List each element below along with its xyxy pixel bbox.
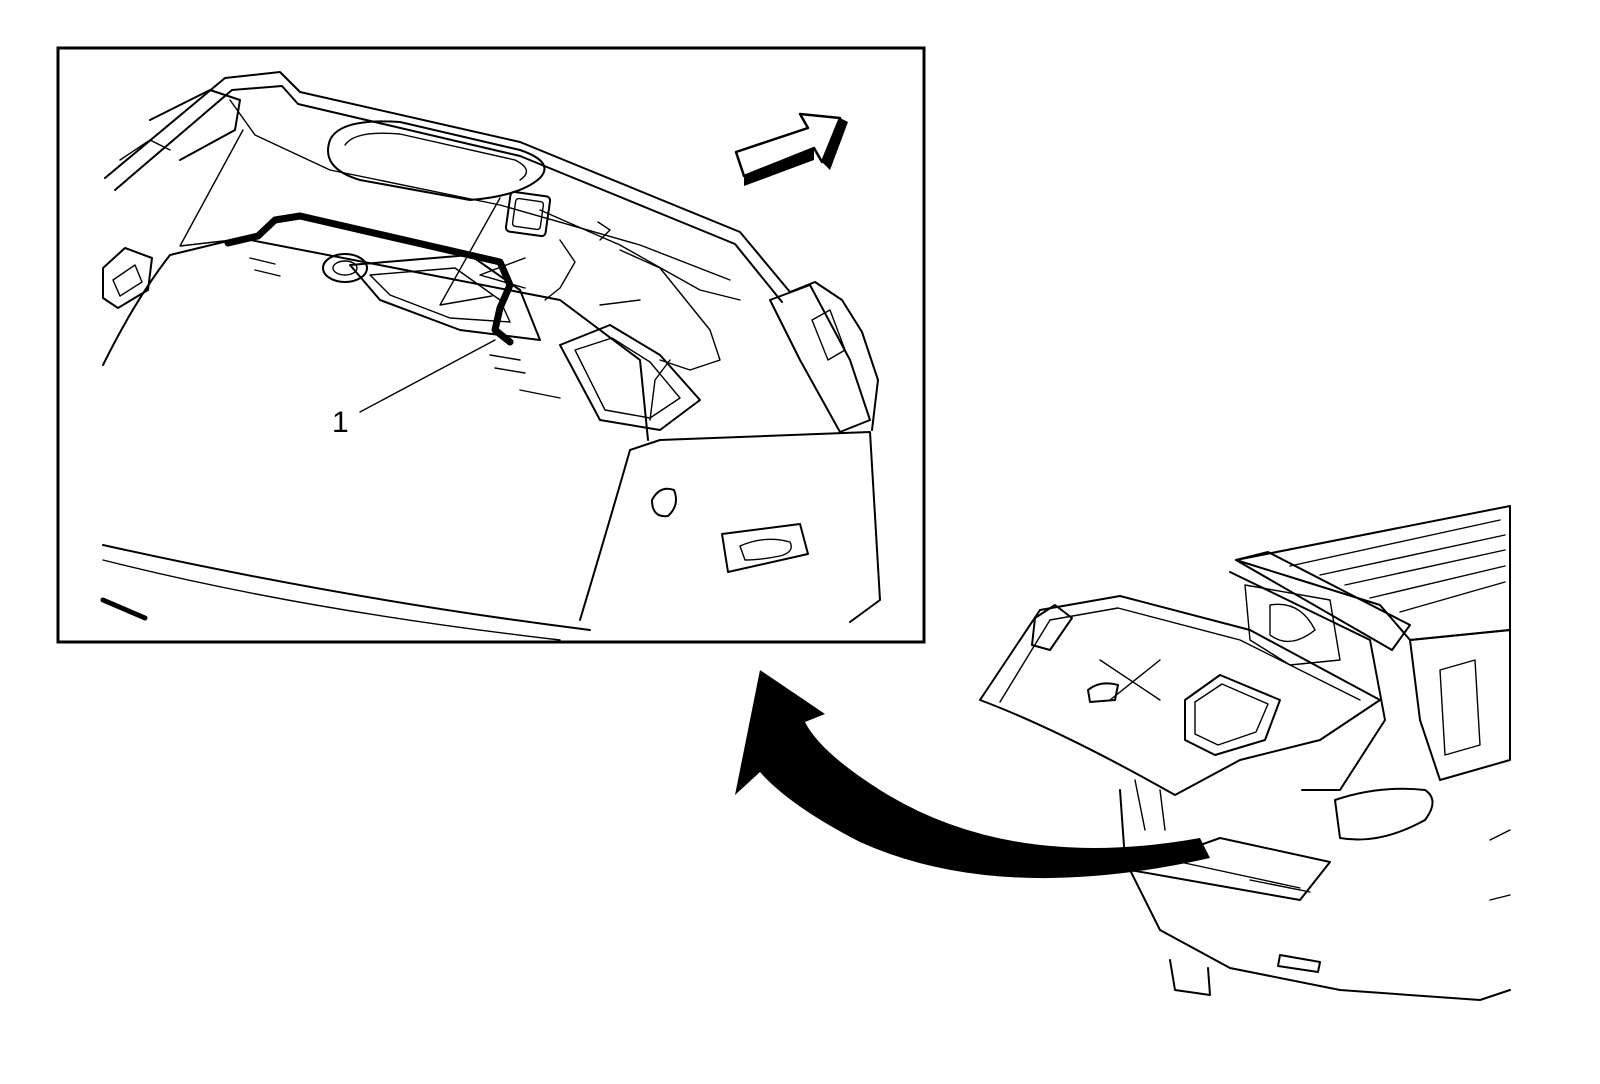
front-of-vehicle-arrow-icon <box>734 112 848 186</box>
liftgate-inner-panel-drawing <box>100 71 881 641</box>
callout-1: 1 <box>332 339 496 439</box>
vehicle-rear-drawing <box>979 505 1511 1001</box>
detail-inset: 1 <box>56 46 926 644</box>
callout-leader-line <box>359 339 496 413</box>
callout-number: 1 <box>332 406 349 439</box>
detail-view-arrow-icon <box>735 670 1210 879</box>
wiring-harness <box>224 212 514 346</box>
